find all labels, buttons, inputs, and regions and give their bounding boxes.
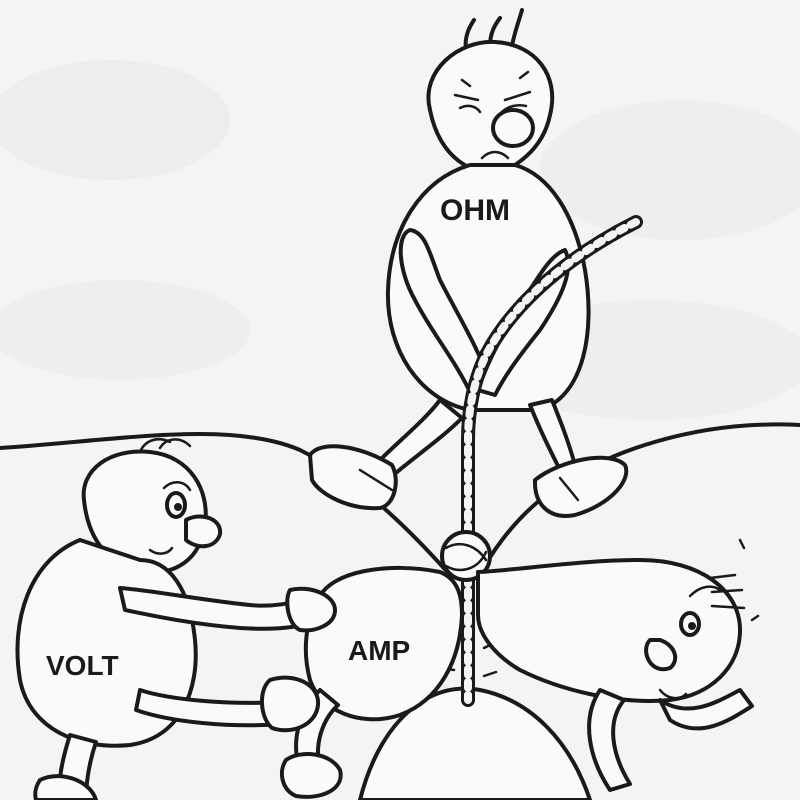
rope bbox=[438, 215, 643, 707]
amp-label: AMP bbox=[348, 635, 410, 666]
volt-character: VOLT bbox=[15, 438, 337, 800]
volt-label: VOLT bbox=[46, 650, 119, 681]
amp-character: AMP bbox=[279, 538, 760, 799]
hills bbox=[0, 422, 800, 800]
ohm-label: OHM bbox=[440, 194, 510, 227]
ohm-character: OHM bbox=[308, 8, 629, 518]
